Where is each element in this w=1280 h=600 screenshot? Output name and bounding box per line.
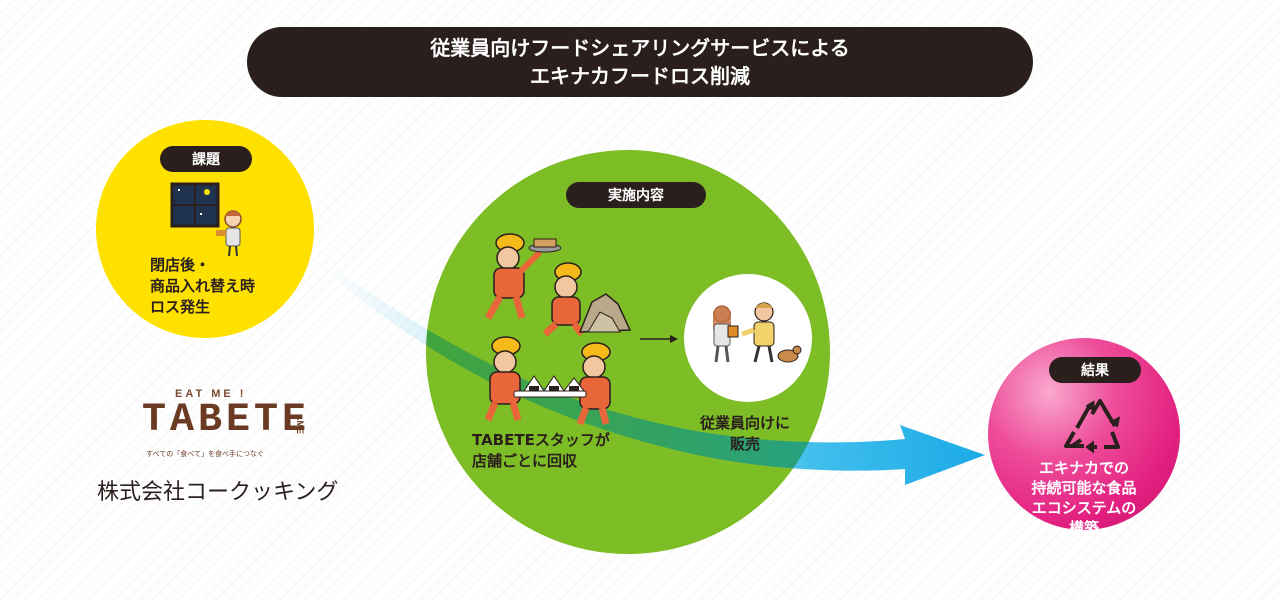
issue-label-pill: 課題 <box>160 146 252 172</box>
issue-line-1: 閉店後・ <box>150 256 211 274</box>
title-line-2: エキナカフードロス削減 <box>530 64 750 88</box>
title-banner: 従業員向けフードシェアリングサービスによる エキナカフードロス削減 <box>247 27 1033 97</box>
night-window-icon <box>170 182 220 228</box>
issue-line-2: 商品入れ替え時 <box>150 277 256 295</box>
worker-with-food-pile-icon <box>542 262 632 337</box>
result-line-2: 持続可能な食品 <box>1031 479 1137 497</box>
sale-line-2: 販売 <box>730 435 761 453</box>
staff-line-1: TABETEスタッフが <box>472 431 610 449</box>
small-right-arrow-icon <box>640 335 678 343</box>
company-name: 株式会社コークッキング <box>97 480 339 505</box>
logo-suffix: .ME <box>295 418 305 435</box>
issue-text: 閉店後・ 商品入れ替え時 ロス発生 <box>150 255 255 318</box>
result-line-4: 構築 <box>1068 519 1099 537</box>
issue-line-3: ロス発生 <box>150 298 211 316</box>
flow-arrow-overlap <box>426 256 830 485</box>
title-line-1: 従業員向けフードシェアリングサービスによる <box>430 36 850 60</box>
result-label-pill: 結果 <box>1049 357 1141 383</box>
result-line-3: エコシステムの <box>1031 499 1137 517</box>
tabete-logo: TABETE <box>142 398 311 443</box>
staff-collection-text: TABETEスタッフが 店舗ごとに回収 <box>472 430 610 472</box>
logo-tagline-top: EAT ME ! <box>175 388 247 400</box>
result-text: エキナカでの 持続可能な食品 エコシステムの 構築 <box>1014 458 1154 538</box>
result-line-1: エキナカでの <box>1038 459 1129 477</box>
worker-carrying-tray-icon <box>484 233 562 320</box>
sale-illustration-circle <box>684 274 812 402</box>
woman-worker-icon <box>216 210 242 257</box>
workers-carrying-onigiri-icon <box>484 336 611 426</box>
employee-buying-food-icon <box>713 302 802 363</box>
implementation-label-pill: 実施内容 <box>566 182 706 208</box>
sale-line-1: 従業員向けに <box>700 414 791 432</box>
staff-line-2: 店舗ごとに回収 <box>472 452 578 470</box>
employee-sale-text: 従業員向けに 販売 <box>700 413 790 455</box>
logo-tagline-bottom: すべての「食べて」を食べ手につなぐ <box>146 450 264 458</box>
recycle-icon <box>1064 399 1121 454</box>
